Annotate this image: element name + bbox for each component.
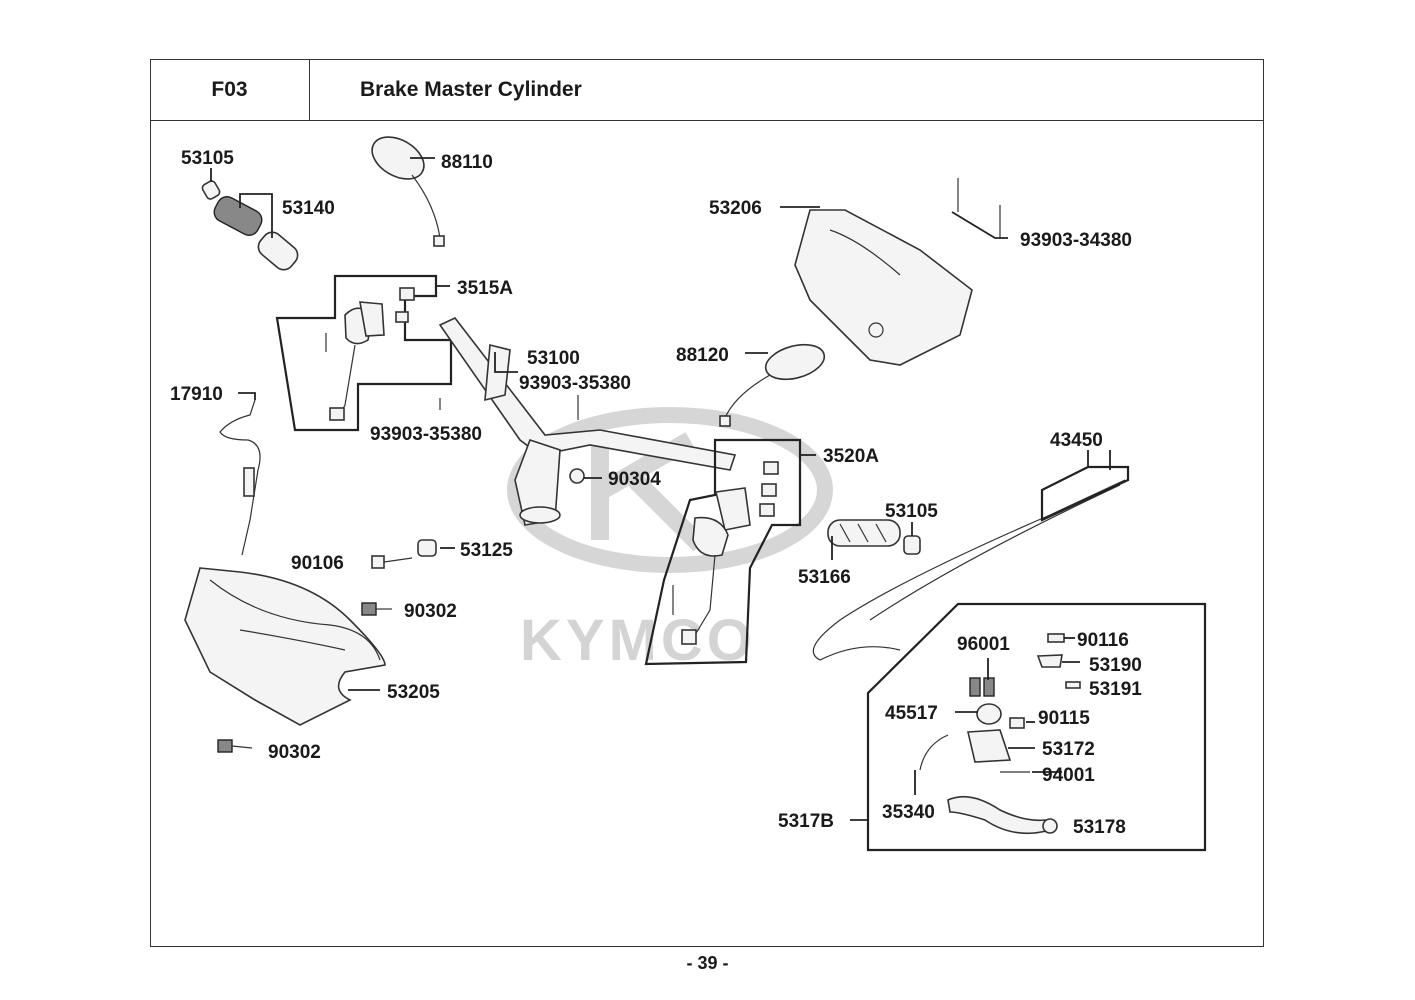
brake-master-cylinder-part bbox=[919, 633, 1081, 835]
handlebar-cover-part bbox=[794, 209, 973, 366]
diagram-frame bbox=[150, 59, 1264, 947]
label-93903-35380-lower: 93903-35380 bbox=[370, 424, 482, 445]
label-17910: 17910 bbox=[170, 384, 223, 405]
label-53205: 53205 bbox=[387, 682, 440, 703]
label-3515A: 3515A bbox=[457, 278, 513, 299]
right-mirror-part bbox=[719, 343, 826, 427]
right-switch-group-outline bbox=[644, 438, 802, 666]
label-90302-lower: 90302 bbox=[268, 742, 321, 763]
left-switch-group-outline bbox=[275, 274, 453, 432]
page-title: Brake Master Cylinder bbox=[360, 78, 582, 101]
brake-cable-part bbox=[219, 399, 261, 556]
label-93903-35380-upper: 93903-35380 bbox=[519, 373, 631, 394]
label-90106: 90106 bbox=[291, 553, 344, 574]
label-53172: 53172 bbox=[1042, 739, 1095, 760]
lower-cover-part bbox=[184, 567, 386, 726]
label-90116: 90116 bbox=[1077, 630, 1129, 651]
label-53100: 53100 bbox=[527, 348, 580, 369]
label-53105-right: 53105 bbox=[885, 501, 938, 522]
nut-90304-part bbox=[569, 468, 585, 484]
label-93903-34380: 93903-34380 bbox=[1020, 230, 1132, 251]
bolt-90302-lower-part bbox=[217, 739, 253, 753]
label-94001: 94001 bbox=[1042, 765, 1095, 786]
label-90115: 90115 bbox=[1038, 708, 1090, 729]
label-90304: 90304 bbox=[608, 469, 661, 490]
label-53105-left: 53105 bbox=[181, 148, 234, 169]
left-mirror-part bbox=[371, 136, 445, 247]
brake-master-group-outline bbox=[866, 602, 1207, 852]
bolt-90302-upper-part bbox=[361, 602, 392, 616]
label-53206: 53206 bbox=[709, 198, 762, 219]
label-96001: 96001 bbox=[957, 634, 1010, 655]
label-88120: 88120 bbox=[676, 345, 729, 366]
label-35340: 35340 bbox=[882, 802, 935, 823]
label-90302-upper: 90302 bbox=[404, 601, 457, 622]
page-number: - 39 - bbox=[686, 953, 729, 973]
header-divider bbox=[310, 120, 1264, 121]
label-5317B: 5317B bbox=[778, 811, 834, 832]
right-grip-part bbox=[827, 519, 921, 555]
label-43450: 43450 bbox=[1050, 430, 1103, 451]
label-3520A: 3520A bbox=[823, 446, 879, 467]
throttle-cable-part bbox=[812, 465, 1130, 661]
label-53125: 53125 bbox=[460, 540, 513, 561]
handlebar-part bbox=[438, 317, 737, 526]
section-code: F03 bbox=[150, 59, 310, 121]
label-53191: 53191 bbox=[1089, 679, 1142, 700]
label-53140: 53140 bbox=[282, 198, 335, 219]
label-53190: 53190 bbox=[1089, 655, 1142, 676]
label-88110: 88110 bbox=[441, 152, 493, 173]
screws-part bbox=[951, 178, 1008, 239]
label-45517: 45517 bbox=[885, 703, 938, 724]
label-53166: 53166 bbox=[798, 567, 851, 588]
throttle-grip-part bbox=[201, 180, 299, 271]
left-switch-assembly-part bbox=[325, 287, 415, 421]
label-53178: 53178 bbox=[1073, 817, 1126, 838]
right-switch-assembly-part bbox=[672, 461, 779, 645]
bolt-90106-part bbox=[371, 539, 437, 569]
